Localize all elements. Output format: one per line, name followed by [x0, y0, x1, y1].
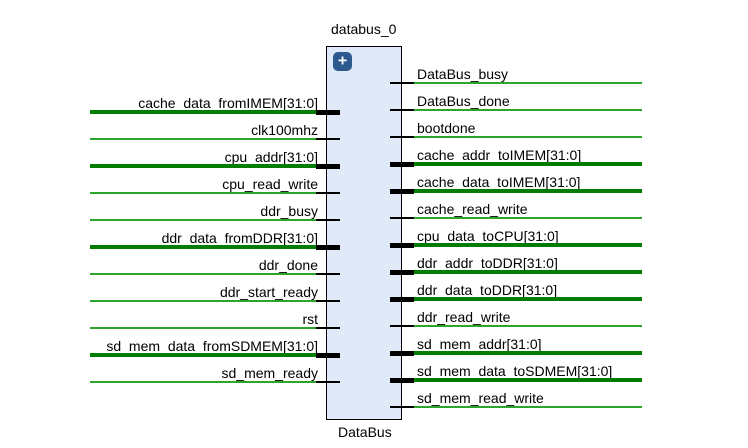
- port-label[interactable]: ddr_done: [258, 257, 318, 273]
- bus-pin[interactable]: [316, 109, 340, 115]
- net-line[interactable]: [90, 327, 316, 329]
- port-label[interactable]: ddr_start_ready: [219, 284, 318, 300]
- net-line[interactable]: [414, 325, 642, 327]
- bus-pin[interactable]: [390, 161, 414, 167]
- pin[interactable]: [390, 406, 414, 408]
- port-label[interactable]: clk100mhz: [251, 122, 318, 138]
- port-label[interactable]: cache_data_toIMEM[31:0]: [417, 174, 581, 190]
- port-label[interactable]: cpu_read_write: [222, 176, 318, 192]
- port-label[interactable]: cache_data_fromIMEM[31:0]: [138, 95, 318, 111]
- port-label[interactable]: ddr_data_toDDR[31:0]: [417, 282, 558, 298]
- port-label[interactable]: sd_mem_read_write: [417, 390, 544, 406]
- net-line[interactable]: [90, 219, 316, 221]
- bus-pin[interactable]: [390, 296, 414, 302]
- pin[interactable]: [390, 217, 414, 219]
- bus-pin[interactable]: [390, 242, 414, 248]
- bus-pin[interactable]: [390, 350, 414, 356]
- bus-pin[interactable]: [390, 269, 414, 275]
- net-line[interactable]: [90, 273, 316, 275]
- pin[interactable]: [390, 109, 414, 111]
- bus-net-line[interactable]: [414, 243, 642, 247]
- port-label[interactable]: cache_addr_toIMEM[31:0]: [417, 147, 582, 163]
- port-label[interactable]: sd_mem_addr[31:0]: [417, 336, 542, 352]
- bus-net-line[interactable]: [414, 189, 642, 193]
- port-label[interactable]: DataBus_done: [417, 93, 510, 109]
- bus-net-line[interactable]: [414, 270, 642, 274]
- pin[interactable]: [316, 219, 340, 221]
- pin[interactable]: [316, 138, 340, 140]
- net-line[interactable]: [90, 300, 316, 302]
- bus-net-line[interactable]: [90, 245, 316, 249]
- port-label[interactable]: sd_mem_data_toSDMEM[31:0]: [417, 363, 613, 379]
- net-line[interactable]: [90, 192, 316, 194]
- pin[interactable]: [316, 300, 340, 302]
- net-line[interactable]: [414, 217, 642, 219]
- bus-net-line[interactable]: [414, 351, 642, 355]
- port-label[interactable]: cpu_addr[31:0]: [224, 149, 318, 165]
- port-label[interactable]: sd_mem_data_fromSDMEM[31:0]: [106, 338, 318, 354]
- pin[interactable]: [390, 325, 414, 327]
- pin[interactable]: [390, 82, 414, 84]
- bus-pin[interactable]: [390, 188, 414, 194]
- pin[interactable]: [316, 327, 340, 329]
- pin[interactable]: [316, 381, 340, 383]
- bus-pin[interactable]: [390, 377, 414, 383]
- port-label[interactable]: bootdone: [417, 120, 476, 136]
- pin[interactable]: [390, 136, 414, 138]
- net-line[interactable]: [90, 138, 316, 140]
- port-label[interactable]: ddr_data_fromDDR[31:0]: [161, 230, 318, 246]
- plus-icon: +: [337, 52, 348, 69]
- bus-net-line[interactable]: [414, 297, 642, 301]
- port-label[interactable]: cpu_data_toCPU[31:0]: [417, 228, 559, 244]
- port-label[interactable]: ddr_read_write: [417, 309, 511, 325]
- net-line[interactable]: [414, 109, 642, 111]
- port-label[interactable]: ddr_busy: [260, 203, 318, 219]
- ip-block[interactable]: [326, 46, 402, 420]
- bus-net-line[interactable]: [90, 164, 316, 168]
- pin[interactable]: [316, 192, 340, 194]
- bus-net-line[interactable]: [414, 378, 642, 382]
- bus-net-line[interactable]: [414, 162, 642, 166]
- block-module-name: DataBus: [338, 424, 392, 440]
- port-label[interactable]: sd_mem_ready: [221, 365, 319, 381]
- net-line[interactable]: [90, 381, 316, 383]
- pin[interactable]: [316, 273, 340, 275]
- net-line[interactable]: [414, 136, 642, 138]
- bus-pin[interactable]: [316, 352, 340, 358]
- bus-pin[interactable]: [316, 244, 340, 250]
- port-label[interactable]: rst: [302, 311, 318, 327]
- bus-pin[interactable]: [316, 163, 340, 169]
- bus-net-line[interactable]: [90, 353, 316, 357]
- port-label[interactable]: cache_read_write: [417, 201, 528, 217]
- port-label[interactable]: DataBus_busy: [417, 66, 509, 82]
- net-line[interactable]: [414, 82, 642, 84]
- port-label[interactable]: ddr_addr_toDDR[31:0]: [417, 255, 558, 271]
- net-line[interactable]: [414, 406, 642, 408]
- block-instance-name: databus_0: [331, 21, 397, 37]
- expand-block-button[interactable]: +: [333, 52, 352, 71]
- bus-net-line[interactable]: [90, 110, 316, 114]
